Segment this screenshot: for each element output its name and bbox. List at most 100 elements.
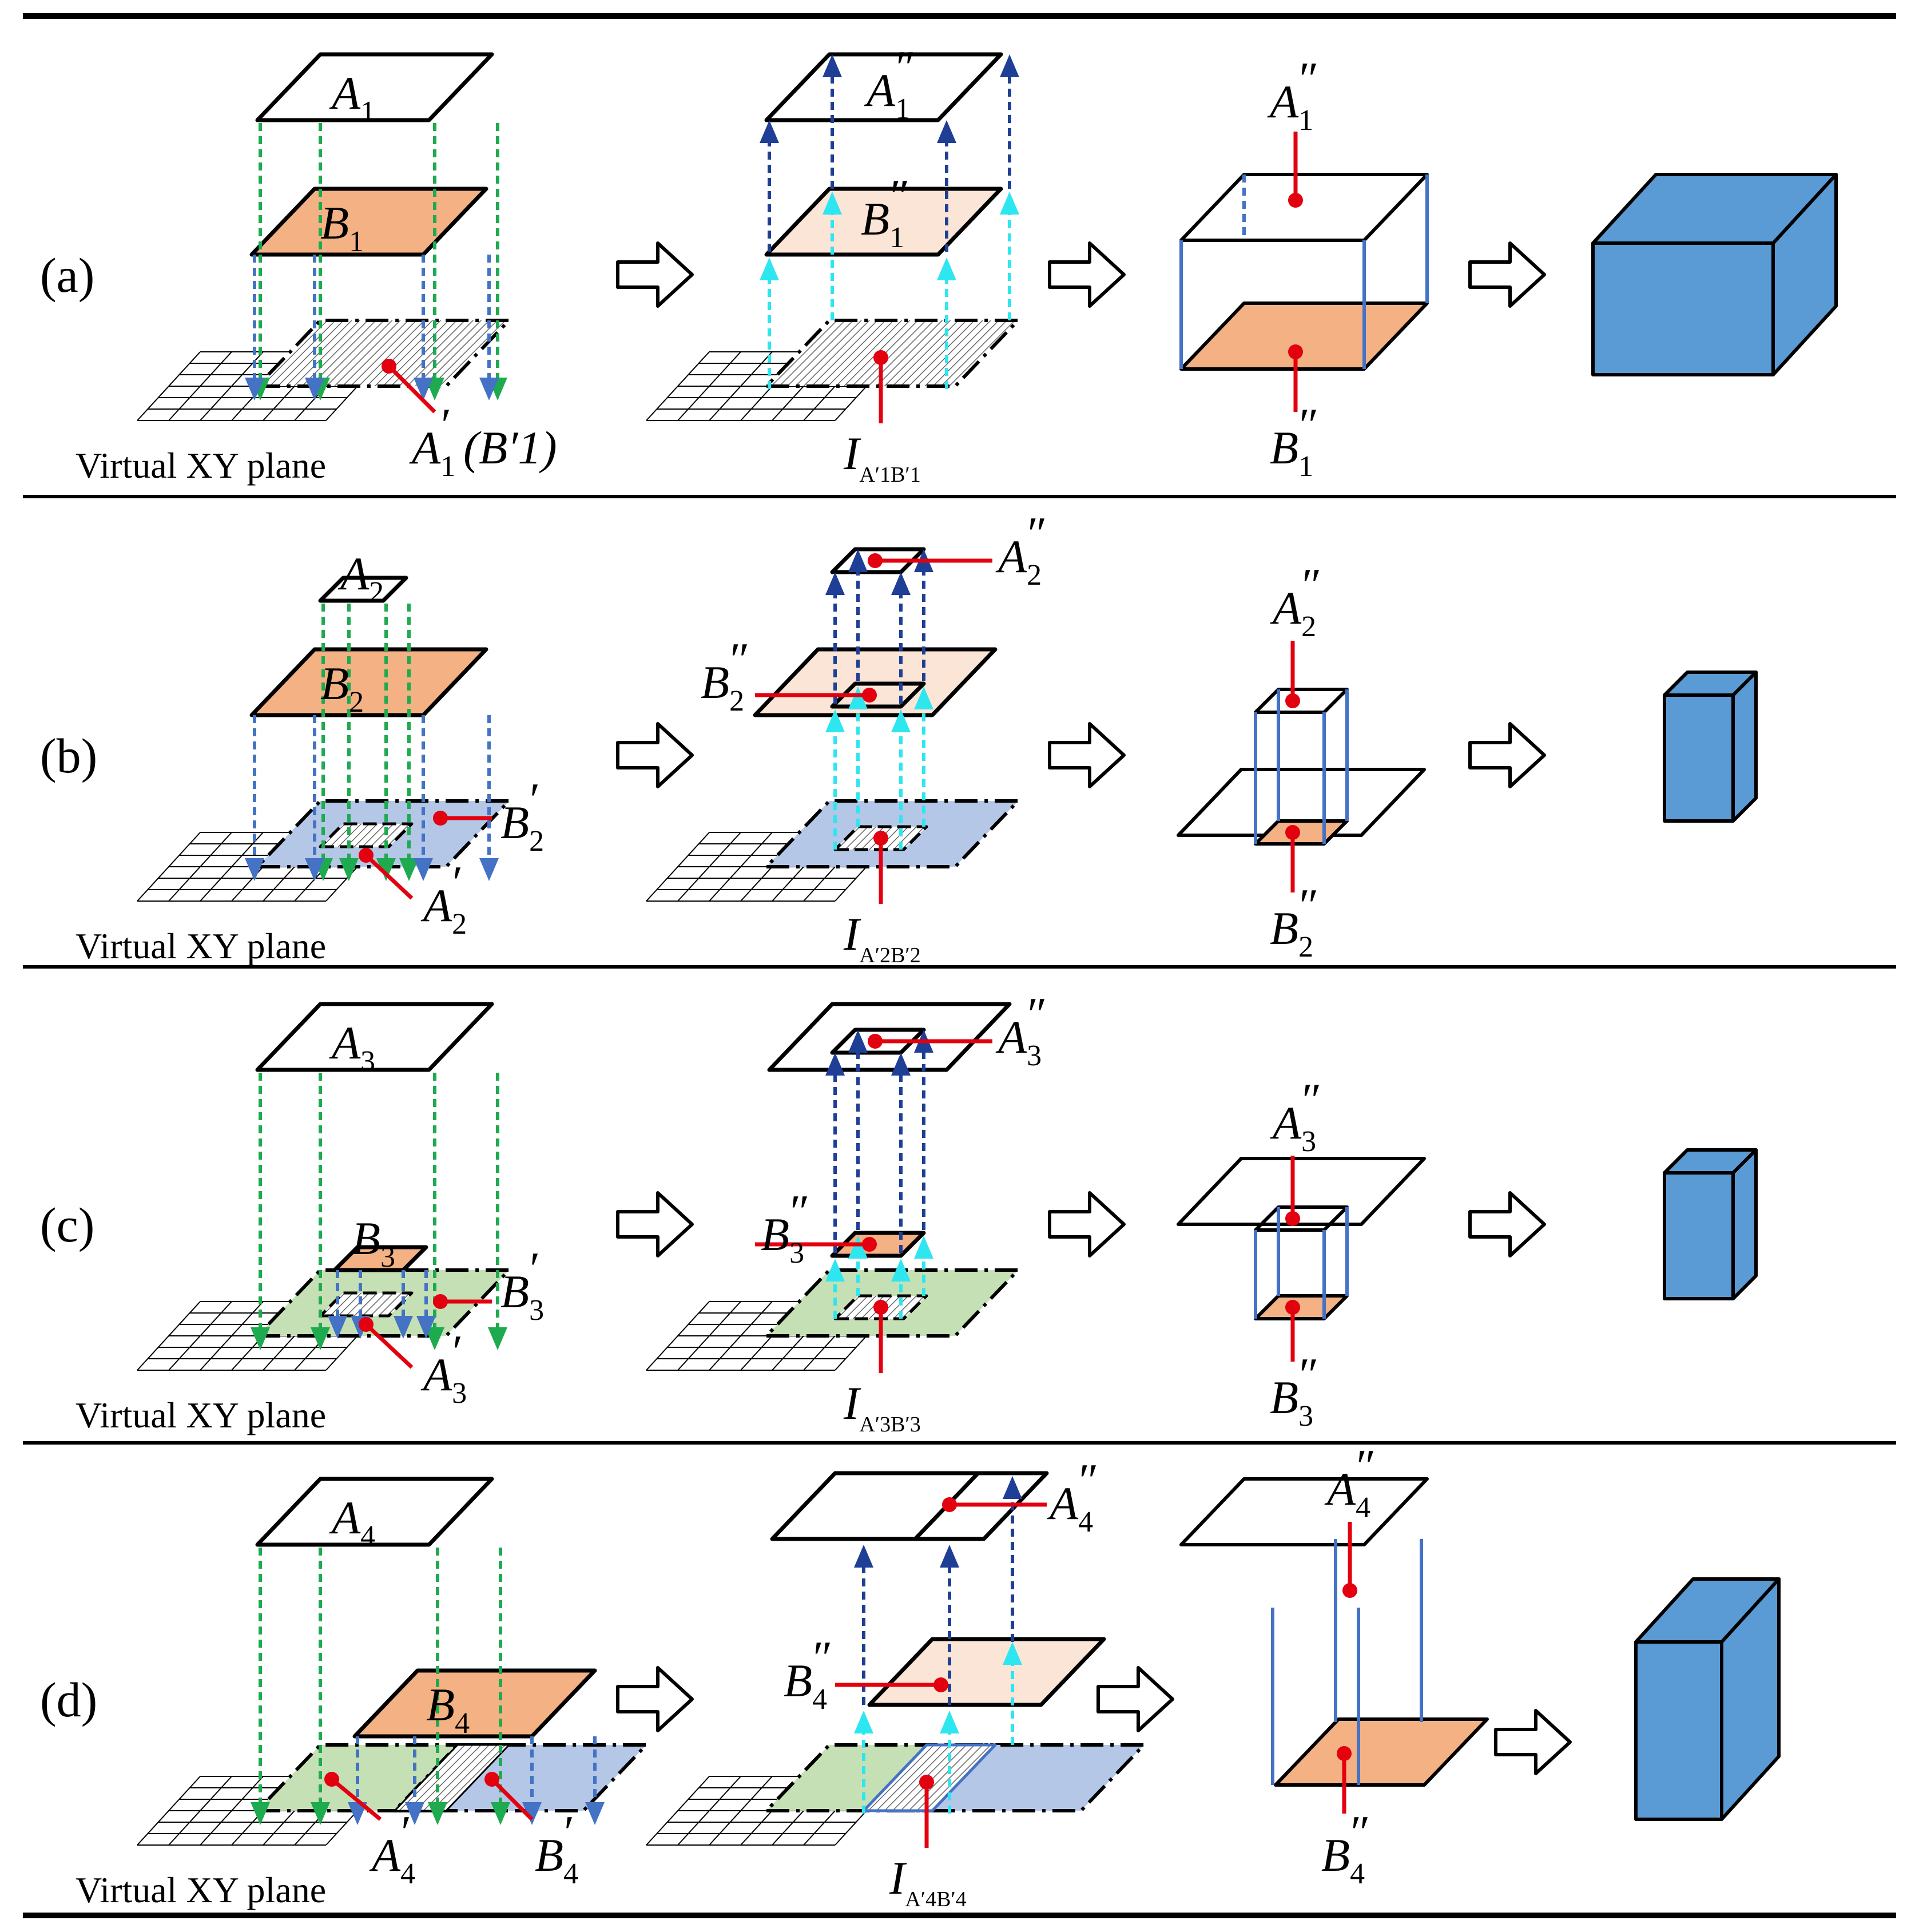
marker-lifted-b-dot	[862, 1237, 877, 1252]
cyan-lift-arrow-head	[891, 1259, 911, 1282]
label-lifted-b-base: B	[701, 656, 729, 708]
label-result-a-sub: 1	[1298, 104, 1313, 137]
darkblue-lift-arrow-head	[848, 549, 868, 572]
rows-group: (a)Virtual XY planeA1B1A1′(B′1)A1″B1″IA′…	[40, 41, 1838, 1911]
label-plane-a-base: A	[337, 548, 370, 600]
solid-cuboid-side	[1731, 1148, 1758, 1300]
label-result-b: B2″	[1270, 879, 1316, 963]
darkblue-lift-arrow-head	[825, 572, 845, 595]
label-plane-b: B1	[320, 197, 364, 258]
label-result-a-base: A	[1267, 76, 1299, 128]
label-result-b: B3″	[1270, 1348, 1316, 1433]
label-intersection-a: A′4	[905, 1887, 936, 1911]
label-result-b-base: B	[1270, 902, 1298, 954]
hollow-right-arrow-icon	[1096, 1666, 1174, 1732]
label-projection-a-sub: 3	[452, 1377, 467, 1410]
panel-lifting: A4″B4″IA′4B′4	[646, 1454, 1146, 1911]
marker-result-top-dot	[1342, 1583, 1357, 1598]
label-projection-a-base: A	[369, 1829, 401, 1881]
panel-wireframe: A4″B4″	[1179, 1440, 1489, 1890]
marker-lifted-a-dot	[868, 1034, 883, 1049]
cyan-lift-arrow-head	[825, 1259, 845, 1282]
hollow-right-arrow-icon	[616, 241, 694, 308]
label-projection-b-base: B	[535, 1829, 563, 1881]
darkblue-lift-arrow-head	[854, 1545, 873, 1568]
label-plane-b-sub: 3	[380, 1241, 395, 1274]
plane-label: Virtual XY plane	[76, 1870, 326, 1910]
blue-projection-arrow-head	[245, 858, 264, 881]
hollow-right-arrow-icon	[1048, 1191, 1126, 1257]
marker-projection-b-dot	[484, 1772, 499, 1787]
cyan-lift-arrow-head	[1000, 192, 1019, 215]
result-bottom-face	[1179, 301, 1429, 371]
cyan-lift-arrow-head	[940, 1711, 959, 1733]
marker-projection-a-leader	[364, 854, 414, 900]
row-tag: (a)	[40, 248, 94, 303]
green-projection-arrow-head	[251, 1327, 270, 1350]
label-lifted-a-base: A	[995, 1011, 1027, 1063]
green-projection-arrow-head	[428, 1802, 447, 1825]
label-lifted-a: A4″	[1047, 1454, 1096, 1538]
label-plane-a: A1	[329, 67, 375, 128]
label-lifted-a: A2″	[995, 507, 1044, 592]
label-projection-a: A3′	[420, 1326, 467, 1410]
label-lifted-b: B3″	[761, 1185, 807, 1270]
marker-result-top-dot	[1285, 1211, 1300, 1226]
plane-label: Virtual XY plane	[76, 445, 326, 486]
lifted-plane-b	[764, 187, 1003, 257]
label-intersection-base: I	[843, 908, 861, 960]
label-lifted-a: A3″	[995, 988, 1044, 1072]
marker-result-top-dot	[1288, 193, 1303, 208]
darkblue-lift-arrow-head	[940, 1545, 959, 1568]
marker-lifted-b-dot	[933, 1677, 948, 1692]
marker-intersection-dot	[919, 1775, 934, 1790]
label-lifted-b: B4″	[784, 1632, 830, 1716]
row-tag: (b)	[40, 728, 97, 783]
label-lifted-b-sub: 1	[889, 221, 904, 254]
solid-cuboid-front	[1663, 1171, 1735, 1300]
label-lifted-a-sub: 3	[1027, 1040, 1042, 1072]
label-projection-a: A4′	[369, 1806, 415, 1890]
label-plane-b-sub: 2	[349, 686, 364, 719]
label-projection-a-base: A	[420, 1348, 452, 1401]
label-lifted-b-prime: ″	[787, 1185, 807, 1237]
label-projection-b-prime: ′	[527, 773, 538, 826]
cyan-lift-arrow-head	[891, 709, 911, 732]
green-projection-arrow-head	[399, 858, 419, 881]
result-bottom-face	[1274, 1717, 1489, 1787]
label-lifted-a-base: A	[1047, 1477, 1079, 1529]
label-result-a-base: A	[1324, 1463, 1356, 1515]
row-1: (a)Virtual XY planeA1B1A1′(B′1)A1″B1″IA′…	[40, 41, 1838, 487]
marker-result-bottom-dot	[1285, 825, 1300, 840]
label-projection-a-prime: ′	[398, 1806, 409, 1858]
overlap-region	[394, 1744, 510, 1812]
plane-b-middle	[249, 647, 488, 717]
label-result-b-sub: 4	[1350, 1858, 1365, 1890]
hollow-right-arrow-icon	[1048, 722, 1126, 788]
label-lifted-b: B1″	[861, 170, 907, 254]
panel-solid	[1591, 173, 1838, 376]
blue-projection-arrow-head	[585, 1802, 605, 1825]
marker-intersection-dot	[873, 831, 888, 846]
label-projection-a-prime: ′	[438, 399, 449, 451]
green-projection-arrow-head	[311, 1802, 330, 1825]
darkblue-lift-arrow-head	[1000, 54, 1019, 77]
label-projection-a-prime: ′	[450, 1326, 460, 1378]
blue-projection-arrow-head	[479, 858, 499, 881]
label-plane-a: A2	[337, 548, 384, 609]
hollow-right-arrow-icon	[1468, 1191, 1546, 1257]
marker-lifted-b-dot	[862, 688, 877, 703]
marker-result-bottom-dot	[1288, 344, 1303, 359]
label-lifted-b-sub: 4	[812, 1683, 827, 1716]
label-projection-b: (B′1)	[463, 422, 557, 474]
label-lifted-b-base: B	[761, 1208, 789, 1260]
label-plane-a-base: A	[329, 1491, 361, 1544]
darkblue-lift-arrow-head	[825, 1053, 845, 1076]
label-plane-a: A3	[329, 1017, 375, 1078]
label-lifted-a-sub: 1	[895, 93, 910, 125]
darkblue-lift-arrow-head	[760, 120, 779, 143]
label-plane-a-sub: 1	[360, 96, 375, 128]
plane-b-middle	[332, 1245, 428, 1272]
darkblue-lift-arrow-head	[937, 120, 956, 143]
hollow-right-arrow-icon	[1468, 722, 1546, 788]
